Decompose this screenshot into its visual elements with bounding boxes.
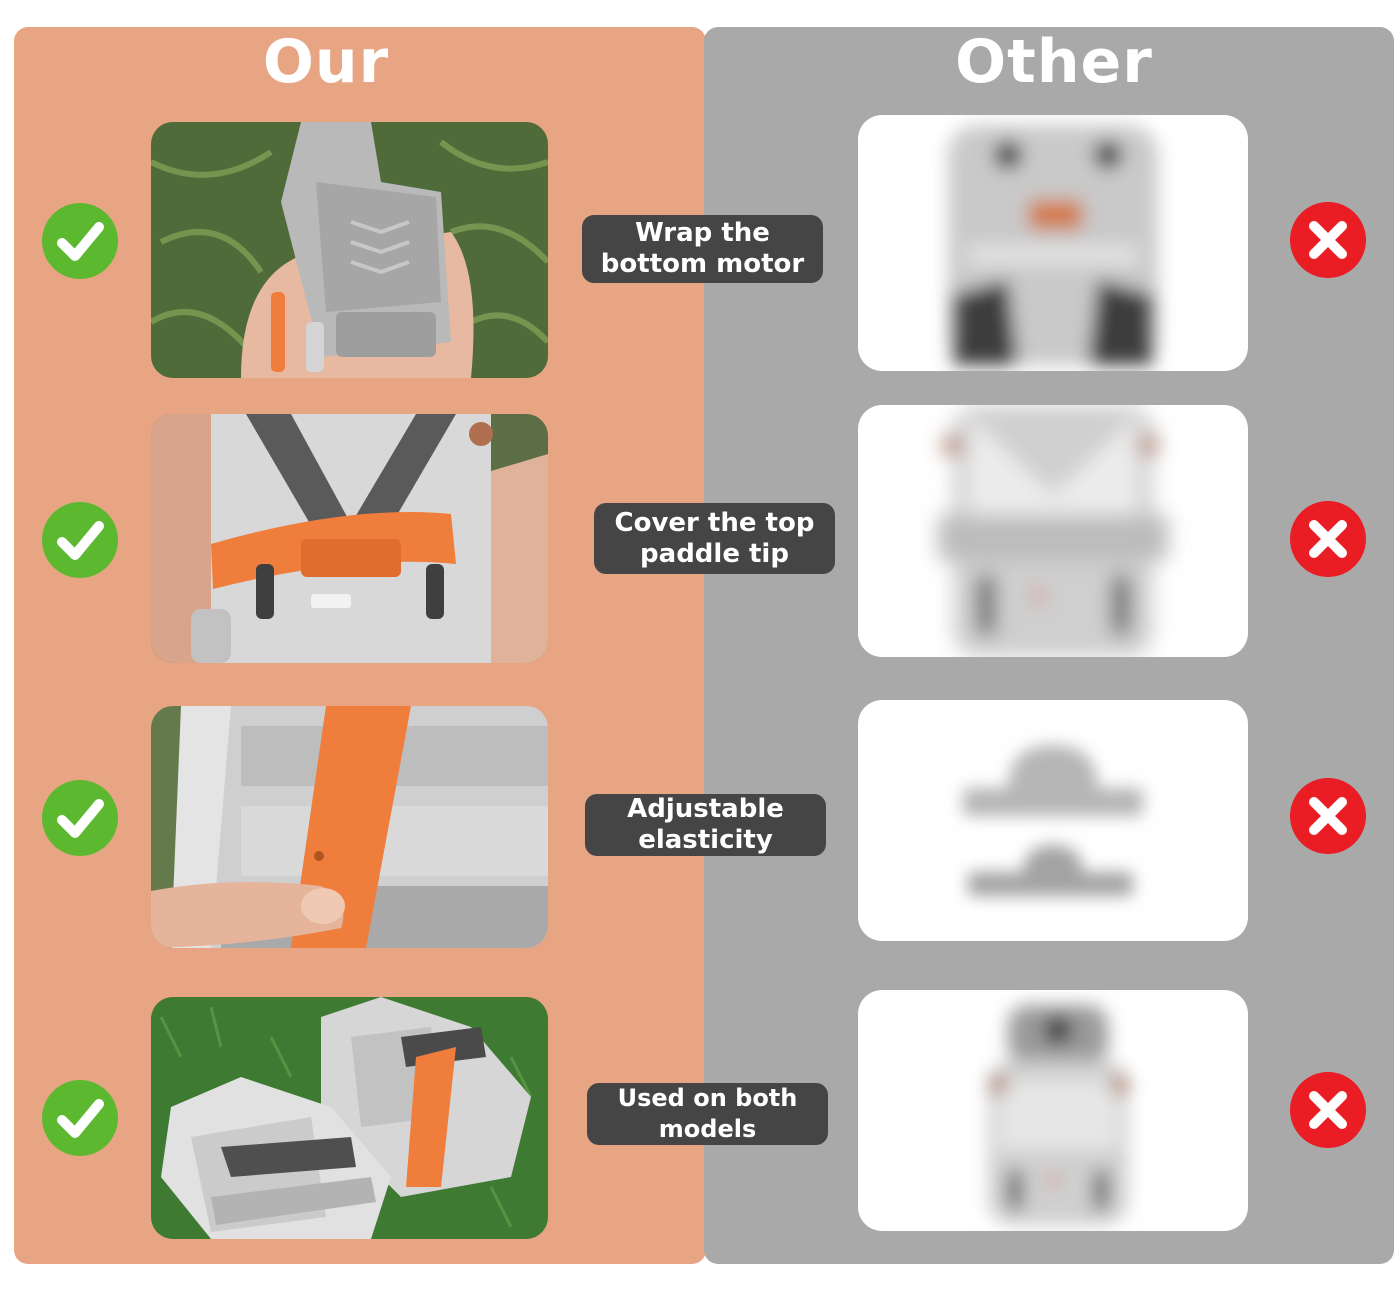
check-icon xyxy=(42,1080,118,1156)
photo-wrap-bottom-motor xyxy=(151,122,548,378)
other-product-blurred-image xyxy=(858,990,1248,1231)
photo-adjustable-elasticity xyxy=(151,706,548,948)
check-icon xyxy=(42,502,118,578)
check-icon xyxy=(42,780,118,856)
other-heading: Other xyxy=(955,27,1153,97)
other-product-blurred-image xyxy=(858,700,1248,941)
photo-cover-paddle-tip xyxy=(151,414,548,663)
cross-icon xyxy=(1290,778,1366,854)
feature-label: Adjustable elasticity xyxy=(585,794,826,856)
other-product-blurred-image xyxy=(858,115,1248,371)
our-heading: Our xyxy=(262,27,390,97)
feature-label: Wrap the bottom motor xyxy=(582,215,823,283)
feature-label: Used on both models xyxy=(587,1083,828,1145)
check-icon xyxy=(42,203,118,279)
cross-icon xyxy=(1290,1072,1366,1148)
photo-both-models xyxy=(151,997,548,1239)
cross-icon xyxy=(1290,202,1366,278)
cross-icon xyxy=(1290,501,1366,577)
feature-label: Cover the top paddle tip xyxy=(594,503,835,574)
other-product-blurred-image xyxy=(858,405,1248,657)
